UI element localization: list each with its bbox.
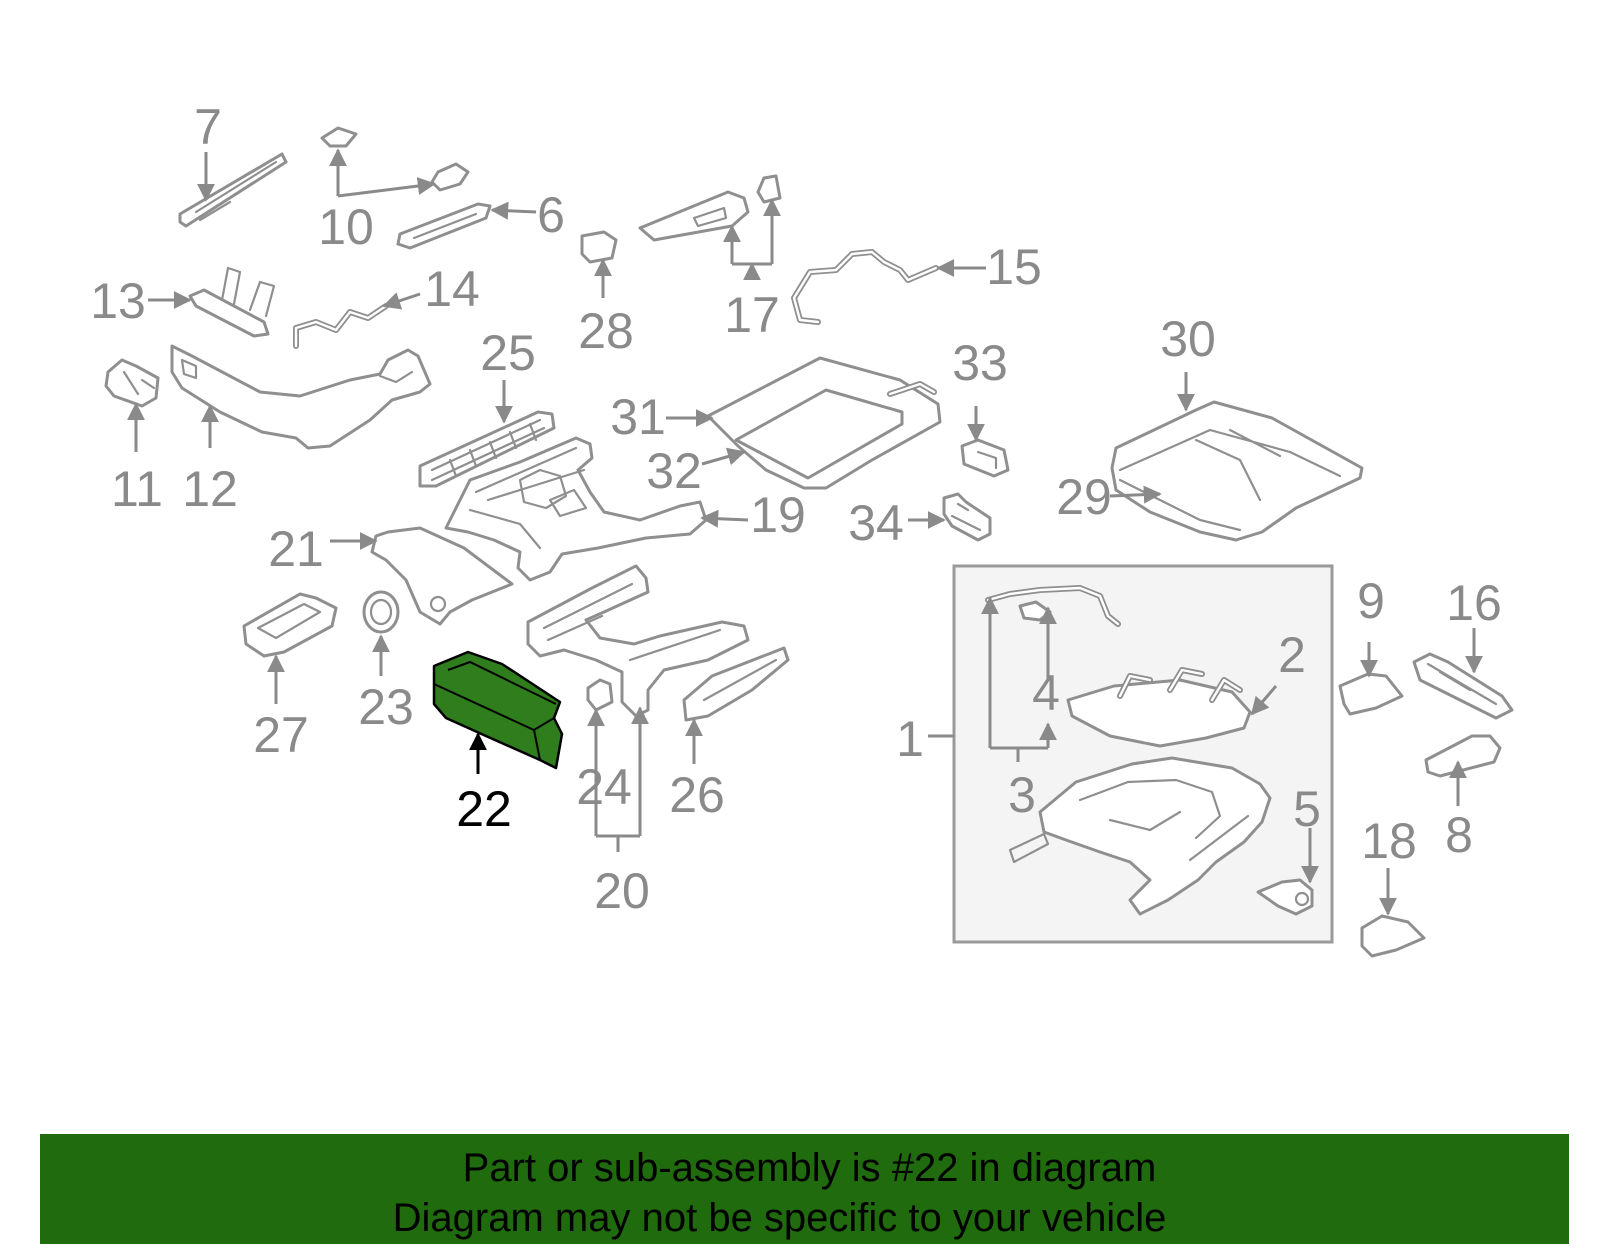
label-18: 18 — [1361, 813, 1417, 869]
part-17-trim[interactable] — [638, 174, 782, 242]
part-8-cover[interactable] — [1424, 734, 1502, 778]
part-15-wire[interactable] — [791, 249, 939, 325]
part-23-grommet[interactable] — [362, 590, 400, 634]
label-3: 3 — [1008, 767, 1036, 823]
label-8: 8 — [1445, 807, 1473, 863]
label-29: 29 — [1056, 469, 1112, 525]
label-23: 23 — [358, 679, 414, 735]
info-banner: Part or sub-assembly is #22 in diagram D… — [40, 1134, 1569, 1244]
part-12-side-trim[interactable] — [170, 344, 432, 450]
part-24-clip[interactable] — [586, 678, 614, 712]
label-15: 15 — [986, 239, 1042, 295]
part-13-bracket[interactable] — [188, 266, 276, 338]
part-16-rail[interactable] — [1412, 652, 1514, 720]
label-28: 28 — [578, 303, 634, 359]
label-19: 19 — [750, 487, 806, 543]
label-16: 16 — [1446, 575, 1502, 631]
label-22-highlighted: 22 — [456, 781, 512, 837]
label-10: 10 — [318, 199, 374, 255]
label-25: 25 — [480, 325, 536, 381]
part-27-tray[interactable] — [242, 592, 338, 658]
label-4: 4 — [1032, 665, 1060, 721]
label-26: 26 — [669, 767, 725, 823]
label-11: 11 — [111, 461, 163, 517]
part-3-seat-track-frame[interactable] — [1008, 756, 1272, 916]
banner-line-part: Part or sub-assembly is #22 in diagram — [462, 1146, 1157, 1190]
label-31: 31 — [610, 389, 666, 445]
part-14-wire[interactable] — [293, 303, 389, 349]
label-7: 7 — [194, 99, 222, 155]
part-29-30-seat-cushion[interactable] — [1110, 400, 1364, 542]
banner-line-disclaimer: Diagram may not be specific to your vehi… — [392, 1196, 1167, 1240]
label-34: 34 — [848, 495, 904, 551]
part-28-clip[interactable] — [580, 230, 618, 264]
part-11-bracket[interactable] — [104, 358, 160, 408]
label-14: 14 — [424, 261, 480, 317]
label-13: 13 — [90, 273, 146, 329]
label-9: 9 — [1357, 573, 1385, 629]
part-21-side-panel[interactable] — [370, 526, 514, 626]
label-17: 17 — [724, 287, 780, 343]
label-32: 32 — [646, 443, 702, 499]
label-27: 27 — [253, 707, 309, 763]
part-6-cover[interactable] — [396, 202, 492, 250]
part-33-module[interactable] — [960, 438, 1010, 478]
part-31-cushion-frame[interactable] — [706, 356, 942, 490]
label-1: 1 — [896, 711, 924, 767]
part-25-mesh-panel[interactable] — [418, 410, 556, 488]
label-6: 6 — [537, 187, 565, 243]
part-22-storage-tray-highlighted[interactable] — [432, 650, 564, 770]
label-12: 12 — [182, 461, 238, 517]
label-2: 2 — [1278, 627, 1306, 683]
label-24: 24 — [576, 759, 632, 815]
label-5: 5 — [1293, 781, 1321, 837]
part-20-lower-frame[interactable] — [526, 564, 750, 718]
label-33: 33 — [952, 335, 1008, 391]
label-20: 20 — [594, 863, 650, 919]
part-5-motor[interactable] — [1256, 878, 1314, 916]
label-21: 21 — [268, 521, 324, 577]
part-7-rail[interactable] — [178, 152, 288, 228]
label-30: 30 — [1160, 311, 1216, 367]
part-9-cover[interactable] — [1338, 672, 1404, 716]
part-34-bracket[interactable] — [942, 492, 992, 542]
part-10-clips[interactable] — [320, 126, 470, 192]
part-18-cap[interactable] — [1360, 914, 1426, 958]
part-2-heater[interactable] — [1066, 667, 1252, 748]
